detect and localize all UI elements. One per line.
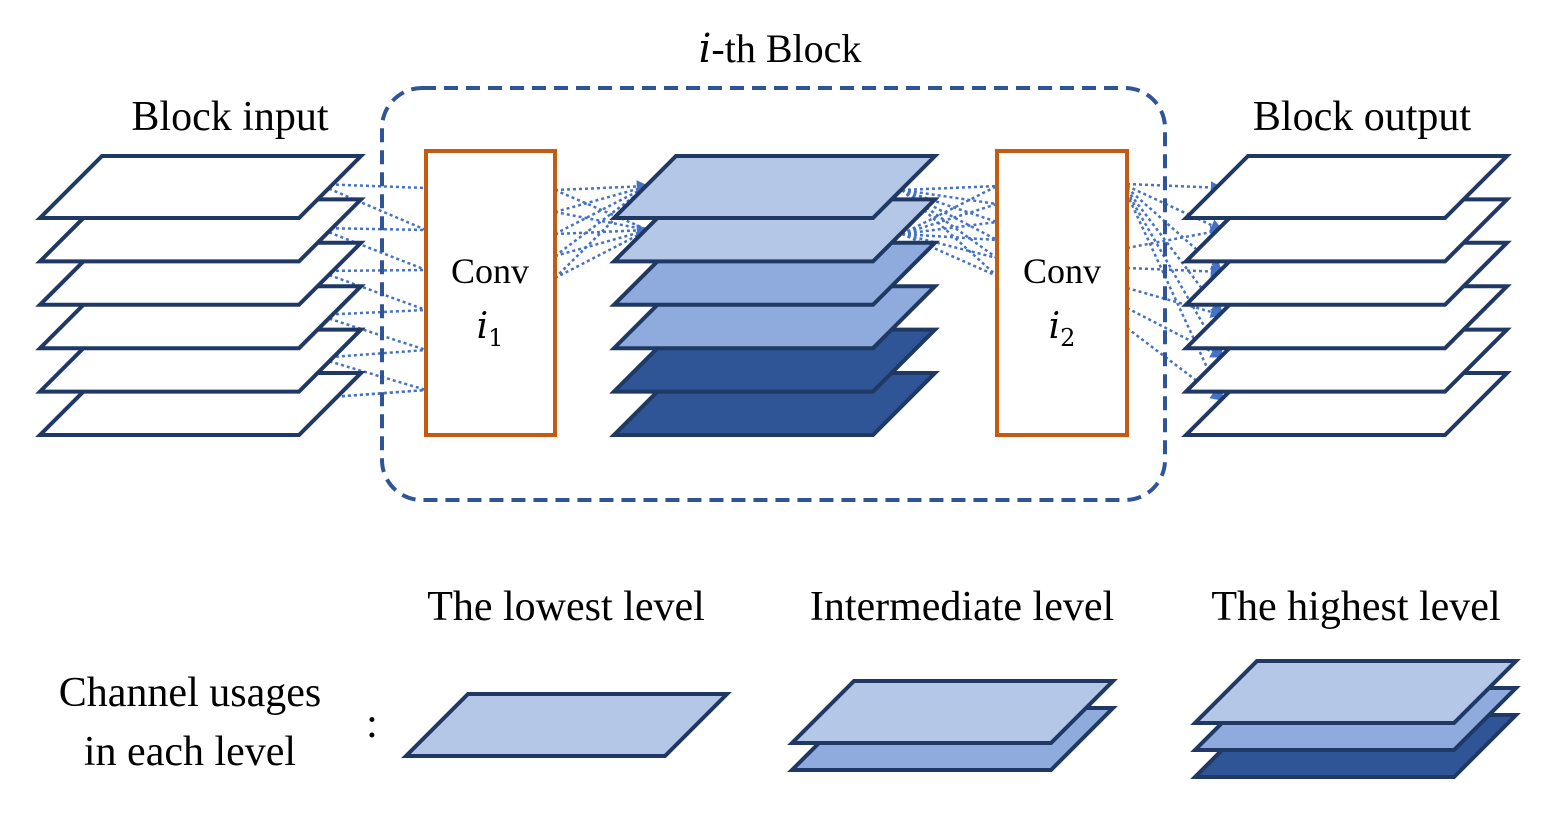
conv1-to-mid-second-1: [554, 188, 649, 232]
input-to-conv1-line-3: [317, 268, 427, 273]
input-channel-layer-1: [35, 154, 366, 220]
mid-top-to-conv2-1: [901, 184, 998, 192]
channel-usage-line2: in each level: [84, 729, 296, 775]
mid-second-to-conv2-5: [901, 232, 998, 260]
block-title: i-th Block: [699, 26, 862, 72]
mid-second-to-conv2-6: [901, 232, 998, 278]
block-input-stack: [35, 154, 366, 437]
block-output-stack: [1181, 154, 1512, 437]
block-output-label: Block output: [1253, 94, 1471, 140]
conv2-to-output-b4: [1126, 286, 1224, 318]
mid-second-to-conv2-4: [901, 232, 998, 242]
conv1-to-mid-second-2: [554, 210, 649, 232]
legend-highest-layer-3: [1190, 659, 1521, 725]
conv2-label: Conv: [1023, 251, 1101, 291]
intermediate-feature-stack: [609, 154, 940, 437]
input-to-conv1-line-2: [317, 226, 427, 232]
conv2-var: i2: [1049, 306, 1076, 352]
mid-second-to-conv2-2: [901, 202, 998, 236]
connection-lines: [317, 180, 1224, 402]
conv2-to-output-6: [1125, 193, 1224, 402]
input-to-conv1-line-b5: [317, 356, 427, 392]
intermediate-channel-layer-1: [609, 154, 940, 220]
block-input-label: Block input: [131, 94, 328, 140]
conv1-box: Conv i1: [424, 149, 557, 437]
conv1-to-mid-top-2: [554, 184, 649, 214]
channel-usage-colon: :: [366, 701, 378, 747]
conv2-to-output-1: [1126, 181, 1224, 194]
mid-second-to-conv2-3: [901, 220, 998, 236]
input-to-conv1-line-b3: [317, 269, 427, 312]
legend-highest-level-stack: [1190, 659, 1521, 779]
conv2-to-output-b3: [1126, 265, 1224, 278]
legend-intermediate-level-stack: [787, 679, 1118, 772]
level-label-lowest: The lowest level: [427, 584, 705, 630]
conv1-to-mid-second-4: [554, 228, 649, 258]
output-channel-layer-1: [1181, 154, 1512, 220]
legend-lowest-level-stack: [401, 692, 732, 758]
input-to-conv1-line-b1: [317, 182, 427, 232]
channel-usage-line1: Channel usages: [59, 670, 321, 716]
conv1-var: i1: [477, 306, 504, 352]
legend-intermediate-layer-2: [787, 679, 1118, 745]
legend-lowest-layer-1: [401, 692, 732, 758]
conv2-to-output-b6: [1126, 327, 1223, 401]
input-to-conv1-line-b2: [317, 226, 427, 272]
mid-top-to-conv2-3: [901, 188, 998, 224]
input-to-conv1-line-b4: [317, 313, 427, 352]
conv2-to-output-4: [1126, 189, 1223, 316]
conv1-to-mid-top-1: [554, 180, 650, 193]
mid-top-to-conv2-2: [901, 188, 998, 206]
conv1-label: Conv: [451, 251, 529, 291]
block-boundary: [380, 86, 1167, 502]
input-to-conv1-line-1: [317, 182, 427, 190]
level-label-intermediate: Intermediate level: [810, 584, 1114, 630]
conv2-to-output-b2: [1126, 225, 1224, 250]
level-label-highest: The highest level: [1211, 584, 1500, 630]
input-to-conv1-line-4: [317, 308, 427, 317]
block-title-var: i: [699, 26, 712, 72]
block-title-text: -th Block: [711, 26, 861, 71]
conv2-box: Conv i2: [995, 149, 1129, 437]
